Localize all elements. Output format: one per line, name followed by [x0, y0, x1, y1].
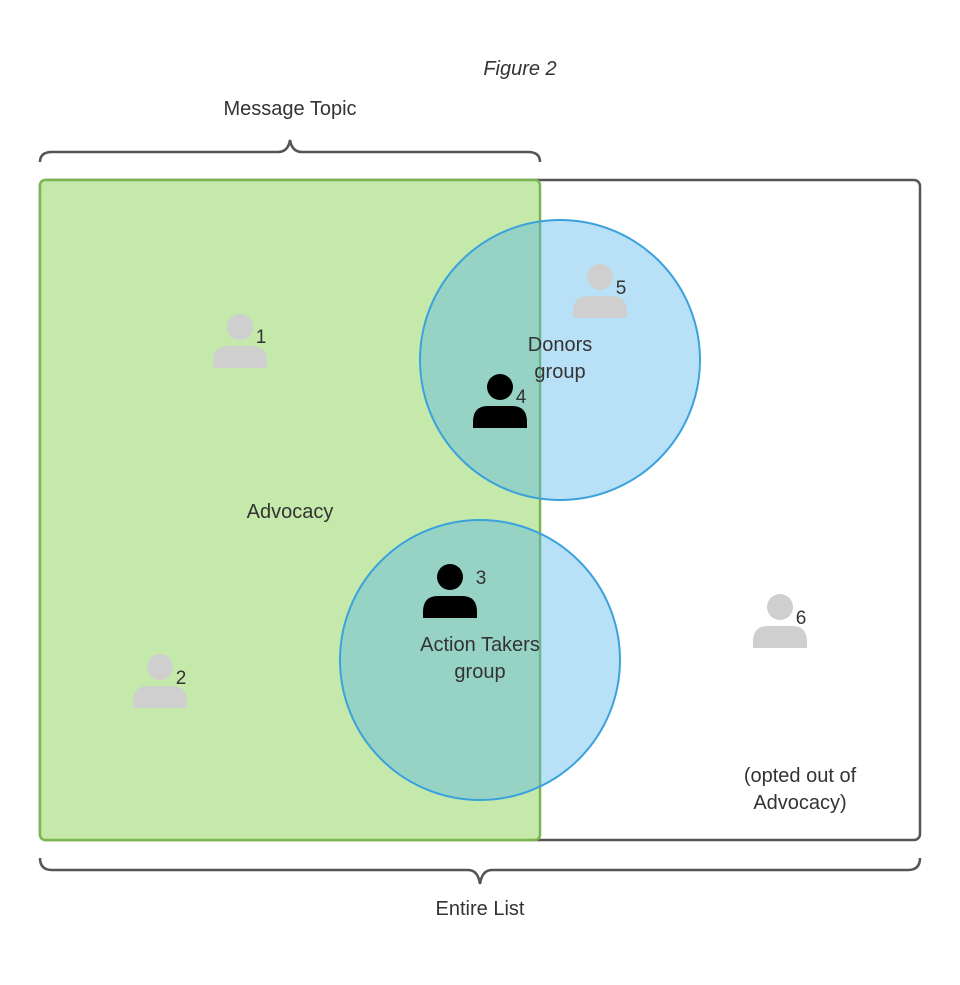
donors-label-line2: group	[534, 361, 585, 383]
person-icon-3	[423, 564, 477, 618]
entire-list-label: Entire List	[436, 898, 525, 920]
person-icon-5	[573, 264, 627, 318]
message-topic-label: Message Topic	[223, 98, 356, 120]
person-number-3: 3	[476, 568, 487, 589]
person-number-2: 2	[176, 668, 187, 689]
person-icon-4	[473, 374, 527, 428]
person-icon-1	[213, 314, 267, 368]
donors-group-circle	[419, 219, 701, 501]
action-takers-group-circle	[339, 519, 621, 801]
message-topic-bracket	[38, 139, 542, 163]
advocacy-label: Advocacy	[247, 501, 334, 523]
donors-label-line1: Donors	[528, 334, 592, 356]
person-icon-2	[133, 654, 187, 708]
action-takers-label-line2: group	[454, 661, 505, 683]
person-icon-6	[753, 594, 807, 648]
opted-out-label-line1: (opted out of	[744, 765, 857, 787]
opted-out-label-line2: Advocacy)	[753, 792, 846, 814]
entire-list-bracket	[38, 857, 922, 885]
figure-label: Figure 2	[483, 58, 556, 80]
person-number-1: 1	[256, 327, 267, 348]
person-number-5: 5	[616, 278, 627, 299]
action-takers-label-line1: Action Takers	[420, 634, 540, 656]
person-number-4: 4	[516, 387, 527, 408]
person-number-6: 6	[796, 608, 807, 629]
